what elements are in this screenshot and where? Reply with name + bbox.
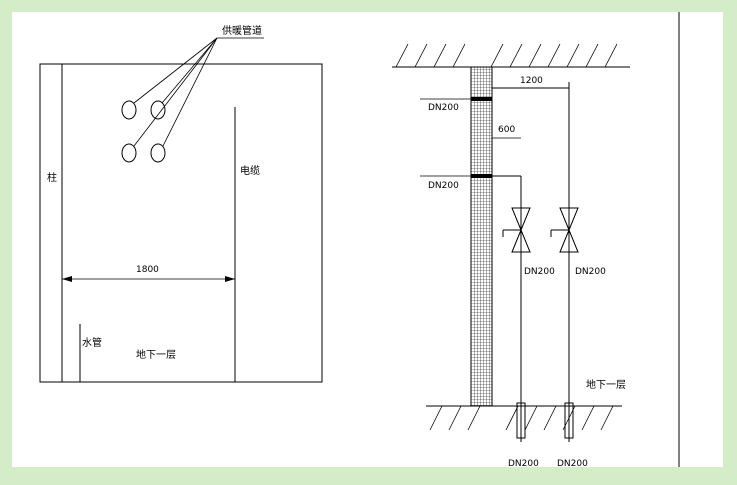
bottom1-label: DN200 <box>508 459 539 467</box>
valve-outer <box>550 207 579 253</box>
pipe-band-second <box>471 174 492 178</box>
floor-label-left: 地下一层 <box>136 348 176 361</box>
cable-label: 电缆 <box>240 164 260 177</box>
dim-arrow-right <box>225 276 235 282</box>
dim-1200-text: 1200 <box>520 76 543 86</box>
heating-pipe-circle <box>150 100 166 120</box>
heating-pipes-label: 供暖管道 <box>222 24 262 37</box>
ceiling-hatch <box>395 43 618 68</box>
heating-pipe-circle <box>121 100 137 120</box>
water-pipe-label: 水管 <box>82 336 102 349</box>
right-section-view: DN200 DN200 1200 600 DN200 DN2 <box>392 43 630 467</box>
drawing-canvas: 供暖管道 柱 电缆 1800 水管 地下一层 <box>12 12 723 467</box>
leader-line <box>133 37 218 147</box>
floor-label-right: 地下一层 <box>586 378 626 391</box>
second-pipe-label: DN200 <box>428 181 459 191</box>
floor-hatch <box>429 405 614 431</box>
dim-arrow-left <box>62 276 72 282</box>
leader-line <box>162 37 218 147</box>
bottom2-label: DN200 <box>557 459 588 467</box>
heating-pipe-circle <box>121 143 137 163</box>
column-label: 柱 <box>45 171 57 183</box>
pipe-band-top <box>471 97 492 101</box>
dim-600-text: 600 <box>498 125 515 135</box>
leader-line <box>133 37 218 104</box>
cad-drawing: 供暖管道 柱 电缆 1800 水管 地下一层 <box>39 12 680 467</box>
leader-line <box>161 37 218 104</box>
valve2-label: DN200 <box>575 267 606 277</box>
heating-pipe-circle <box>150 143 166 163</box>
width-dimension-text: 1800 <box>136 265 159 275</box>
valve1-label: DN200 <box>524 267 555 277</box>
valve-inner <box>502 207 531 253</box>
room-outline <box>39 63 323 383</box>
left-plan-view: 供暖管道 柱 电缆 1800 水管 地下一层 <box>39 24 323 383</box>
grid-column <box>470 66 493 407</box>
top-pipe-label: DN200 <box>428 103 459 113</box>
